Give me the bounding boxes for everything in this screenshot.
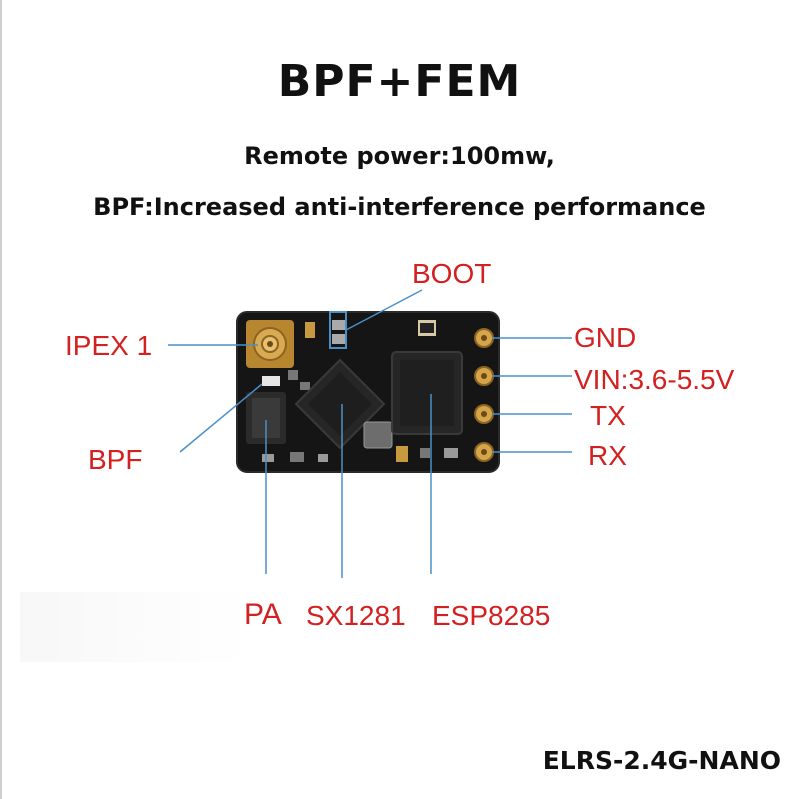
label-esp8285: ESP8285 <box>432 600 551 631</box>
ipex-connector <box>246 320 294 368</box>
label-tx: TX <box>590 400 626 431</box>
label-ipex: IPEX 1 <box>65 330 153 361</box>
pcb-board <box>236 311 500 473</box>
label-sx1281: SX1281 <box>306 600 406 631</box>
left-edge-line <box>0 0 2 799</box>
label-boot: BOOT <box>412 258 492 289</box>
power-subtitle: Remote power:100mw, <box>244 142 555 170</box>
label-rx: RX <box>588 440 627 471</box>
page-title: BPF+FEM <box>277 56 522 107</box>
label-pa: PA <box>244 598 282 631</box>
model-name: ELRS-2.4G-NANO <box>542 746 781 775</box>
label-vin: VIN:3.6-5.5V <box>574 364 735 395</box>
leader-lines <box>168 289 572 578</box>
label-gnd: GND <box>574 322 637 353</box>
esp8285-chip <box>391 351 463 435</box>
bpf-subtitle: BPF:Increased anti-interference performa… <box>93 193 706 221</box>
sx1281-chip <box>294 358 386 450</box>
label-bpf: BPF <box>88 444 143 475</box>
solder-pads <box>474 328 494 462</box>
faded-area <box>20 592 250 662</box>
